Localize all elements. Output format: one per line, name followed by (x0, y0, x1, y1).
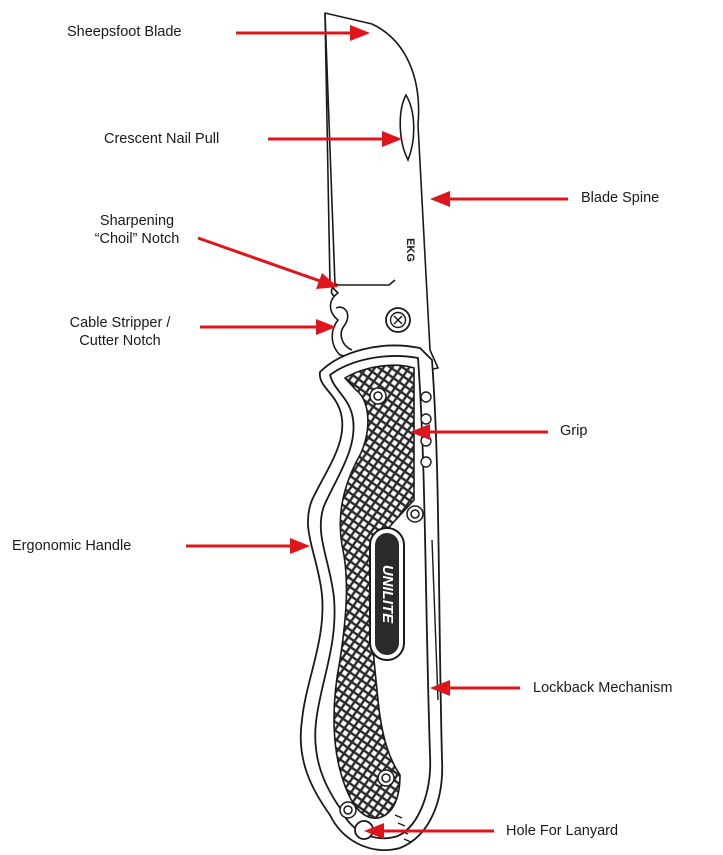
blade (325, 13, 438, 372)
arrow-cable-stripper (200, 319, 336, 335)
label-text-line1: Sharpening (72, 212, 202, 230)
arrow-hole-for-lanyard (364, 823, 494, 839)
label-text: Ergonomic Handle (12, 537, 131, 555)
screw (340, 802, 356, 818)
label-text-line2: Cutter Notch (40, 332, 200, 350)
arrow-ergonomic-handle (186, 538, 310, 554)
label-lockback-mechanism: Lockback Mechanism (533, 679, 672, 697)
screw (378, 770, 394, 786)
handle-logo-plate: UNILITE (370, 528, 404, 660)
label-cable-stripper-notch: Cable Stripper / Cutter Notch (40, 314, 200, 350)
blade-body (325, 13, 438, 372)
pivot-logo (386, 308, 410, 332)
label-sharpening-choil-notch: Sharpening “Choil” Notch (72, 212, 202, 248)
screw (370, 388, 386, 404)
handle-logo-text: UNILITE (379, 565, 396, 624)
label-sheepsfoot-blade: Sheepsfoot Blade (67, 23, 181, 41)
arrow-lockback-mechanism (430, 680, 520, 696)
label-hole-for-lanyard: Hole For Lanyard (506, 822, 618, 840)
label-ergonomic-handle: Ergonomic Handle (12, 537, 131, 555)
label-text: Grip (560, 422, 587, 440)
label-text-line1: Cable Stripper / (40, 314, 200, 332)
label-crescent-nail-pull: Crescent Nail Pull (104, 130, 219, 148)
label-blade-spine: Blade Spine (581, 189, 659, 207)
label-text: Sheepsfoot Blade (67, 23, 181, 41)
screw (407, 506, 423, 522)
label-grip: Grip (560, 422, 587, 440)
label-text-line2: “Choil” Notch (72, 230, 202, 248)
label-text: Crescent Nail Pull (104, 130, 219, 148)
label-text: Blade Spine (581, 189, 659, 207)
arrow-blade-spine (430, 191, 568, 207)
label-text: Lockback Mechanism (533, 679, 672, 697)
blade-stamp: EKG (404, 238, 416, 262)
arrow-sharpening-notch (198, 238, 338, 289)
label-text: Hole For Lanyard (506, 822, 618, 840)
